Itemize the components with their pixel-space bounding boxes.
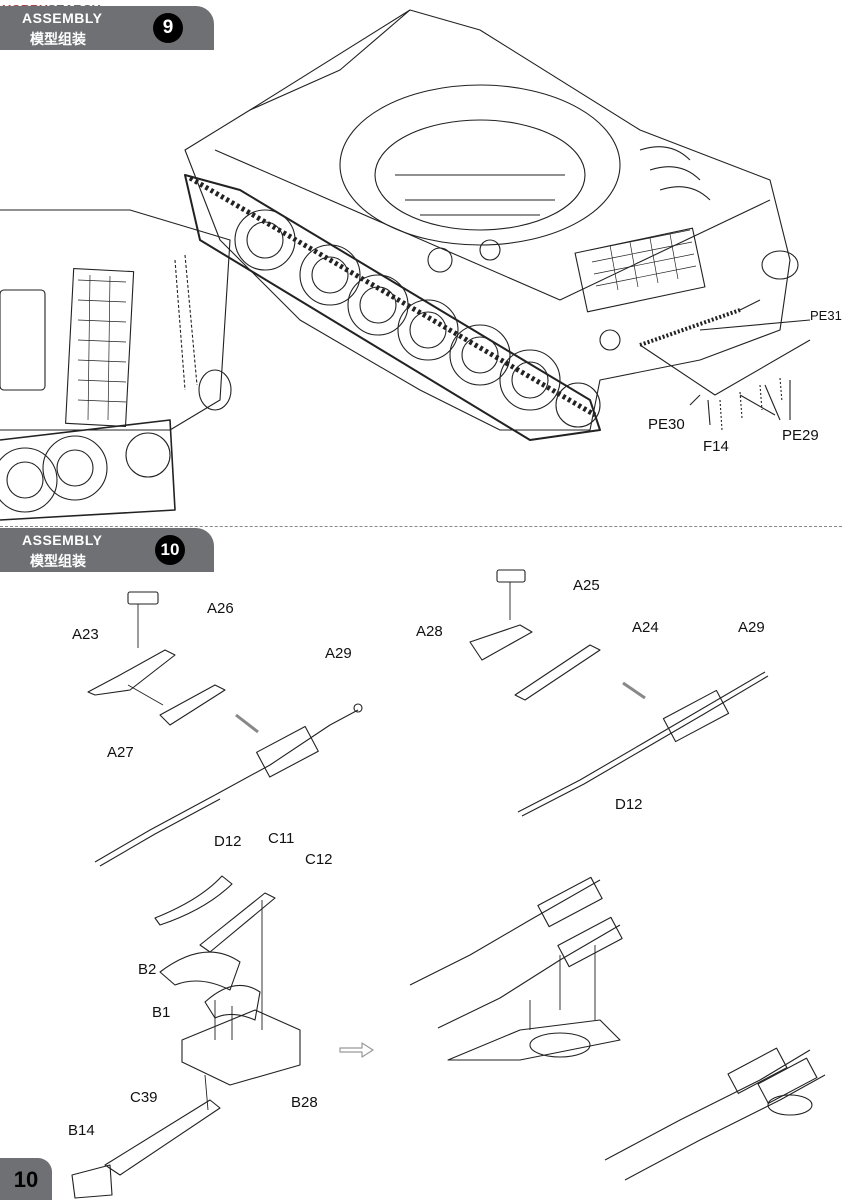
tank-track-and-wheels-drawing	[184, 174, 601, 441]
label-a27: A27	[107, 744, 134, 761]
step-10-number-badge: 10	[155, 535, 185, 565]
label-a28: A28	[416, 623, 443, 640]
step-10-title: ASSEMBLY	[22, 532, 103, 548]
page-number: 10	[0, 1158, 52, 1200]
step-9-subtitle: 模型组装	[30, 31, 86, 47]
label-a24: A24	[632, 619, 659, 636]
tank-hull-main-drawing	[184, 9, 799, 431]
photo-etch-parts-drawing	[639, 299, 811, 431]
label-c12: C12	[305, 851, 333, 868]
label-f14: F14	[703, 438, 729, 455]
step-10-header: ASSEMBLY 模型组装 10	[0, 528, 214, 572]
step-10-subtitle: 模型组装	[30, 553, 86, 569]
section-divider	[0, 526, 842, 527]
label-pe29: PE29	[782, 427, 819, 444]
label-a26: A26	[207, 600, 234, 617]
step-9-header: ASSEMBLY 模型组装 9	[0, 6, 214, 50]
label-a29-left: A29	[325, 645, 352, 662]
label-c39: C39	[130, 1089, 158, 1106]
process-arrows-drawing	[339, 1042, 374, 1058]
tank-hull-detail-view-drawing	[0, 209, 232, 521]
label-a29-right: A29	[738, 619, 765, 636]
label-pe30: PE30	[648, 416, 685, 433]
label-pe31: PE31	[810, 308, 842, 323]
label-b14: B14	[68, 1122, 95, 1139]
label-b2: B2	[138, 961, 157, 978]
label-a25: A25	[573, 577, 600, 594]
step-9-title: ASSEMBLY	[22, 10, 103, 26]
mg-assembly-left-drawing	[71, 591, 363, 1199]
label-d12-right: D12	[615, 796, 643, 813]
label-b28: B28	[291, 1094, 318, 1111]
label-c11: C11	[268, 830, 295, 847]
label-d12-left: D12	[214, 833, 242, 850]
step-9-number-badge: 9	[153, 13, 183, 43]
label-a23: A23	[72, 626, 99, 643]
label-b1: B1	[152, 1004, 171, 1021]
mg-assembly-right-drawing	[409, 569, 826, 1181]
